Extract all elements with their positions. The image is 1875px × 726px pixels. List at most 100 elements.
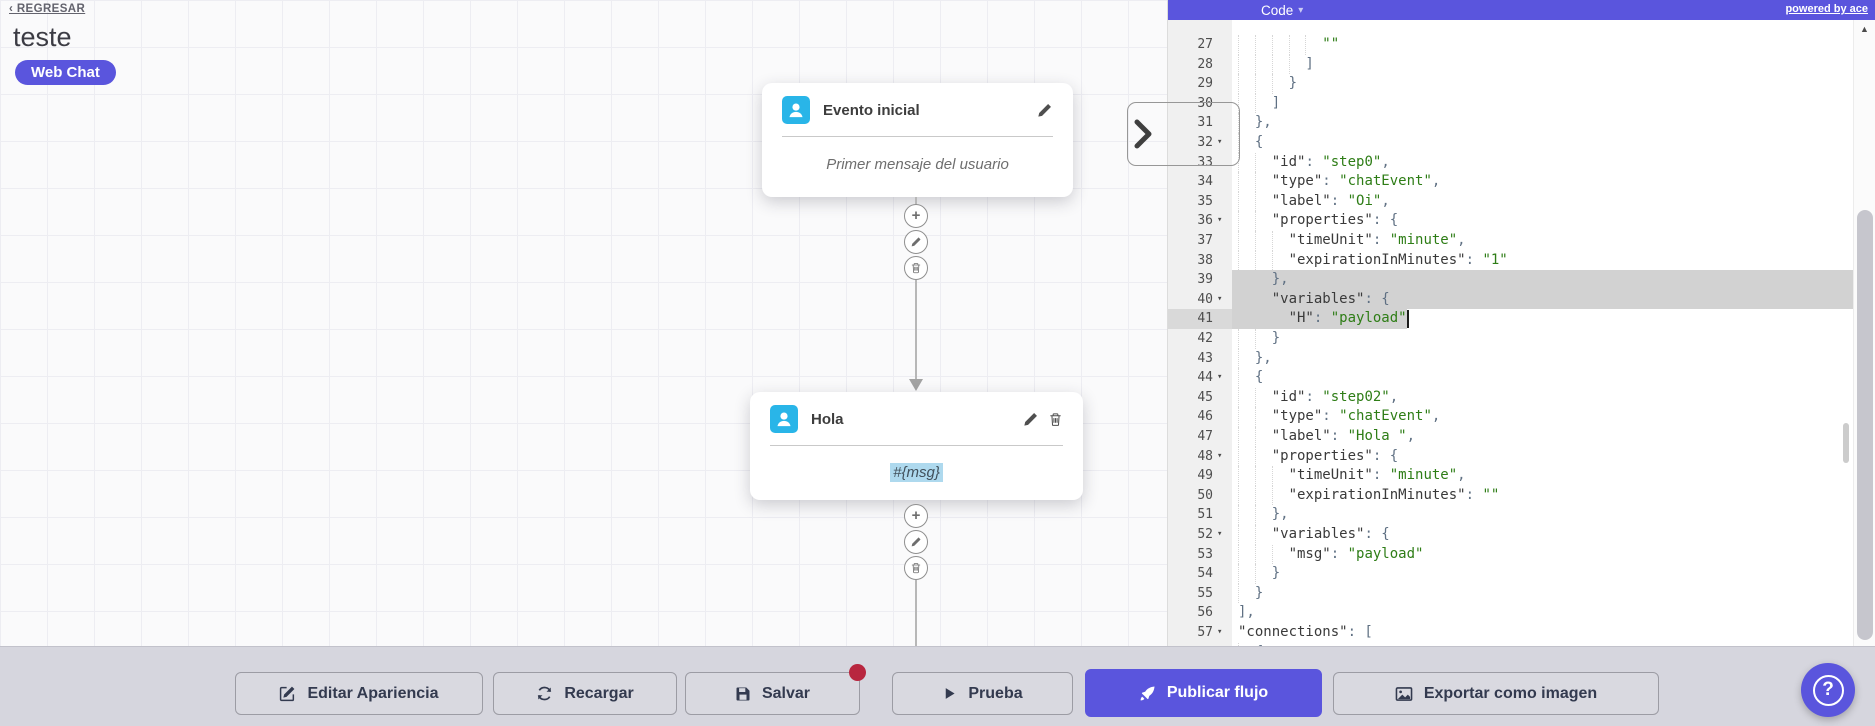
code-line[interactable]: "timeUnit": "minute", — [1232, 231, 1853, 251]
connector-line — [915, 197, 917, 205]
code-line[interactable]: ], — [1238, 604, 1255, 621]
code-line[interactable]: }, — [1232, 505, 1853, 525]
fold-arrow-icon[interactable]: ▾ — [1217, 372, 1223, 383]
code-line[interactable]: "connections": [ — [1238, 624, 1373, 640]
gutter-line-number: 42 — [1197, 331, 1213, 346]
scrollbar-track[interactable]: ▲ — [1853, 20, 1875, 726]
gutter-line-number: 37 — [1197, 233, 1213, 248]
code-line[interactable]: "" — [1232, 35, 1853, 55]
editar-apariencia-button[interactable]: Editar Apariencia — [235, 672, 483, 715]
code-line[interactable]: "id": "step02", — [1232, 387, 1853, 408]
code-line[interactable]: { — [1232, 368, 1853, 388]
user-icon — [782, 96, 810, 124]
gutter-line-number: 29 — [1197, 76, 1213, 92]
gutter-line-number: 54 — [1197, 566, 1213, 582]
save-icon — [735, 686, 751, 702]
code-line[interactable]: }, — [1232, 113, 1853, 133]
question-mark-icon: ? — [1812, 674, 1844, 706]
code-line[interactable]: "label": "Oi", — [1232, 191, 1853, 212]
gutter-line-number: 47 — [1197, 429, 1213, 444]
code-line[interactable]: "expirationInMinutes": "1" — [1232, 250, 1853, 271]
fold-arrow-icon[interactable]: ▾ — [1217, 627, 1223, 637]
code-line[interactable]: }, — [1232, 348, 1853, 369]
add-step-button[interactable]: + — [904, 504, 928, 528]
code-line[interactable]: "label": "Hola ", — [1232, 427, 1853, 447]
gutter-line-number: 43 — [1197, 350, 1213, 366]
gutter-line-number: 46 — [1197, 409, 1213, 425]
code-line[interactable]: "msg": "payload" — [1232, 544, 1853, 565]
node-header: Evento inicial — [762, 83, 1073, 136]
code-line[interactable]: "variables": { — [1232, 525, 1853, 545]
editor-scrollbar-thumb[interactable] — [1843, 423, 1849, 463]
fold-arrow-icon[interactable]: ▾ — [1217, 293, 1223, 304]
gutter-line-number: 57▾ — [1168, 623, 1232, 643]
code-line[interactable]: } — [1232, 583, 1853, 604]
edit-node-icon[interactable] — [1022, 411, 1039, 428]
code-line[interactable]: "properties": { — [1232, 211, 1853, 231]
fold-arrow-icon[interactable]: ▾ — [1217, 450, 1223, 461]
gutter-line-number: 39 — [1197, 272, 1213, 288]
code-line[interactable]: ] — [1232, 93, 1853, 114]
gutter-line-number: 52▾ — [1168, 525, 1232, 545]
gutter-line-number: 44▾ — [1168, 368, 1232, 388]
code-line[interactable]: "properties": { — [1232, 446, 1853, 467]
gutter-line-number: 32▾ — [1168, 133, 1232, 153]
publicar-flujo-button[interactable]: Publicar flujo — [1085, 669, 1322, 717]
gutter-line-number: 38 — [1197, 252, 1213, 268]
exportar-imagen-button[interactable]: Exportar como imagen — [1333, 672, 1659, 715]
scrollbar-thumb[interactable] — [1857, 210, 1873, 640]
rocket-icon — [1139, 685, 1156, 702]
add-step-button[interactable]: + — [904, 204, 928, 228]
delete-node-icon[interactable] — [1048, 412, 1063, 427]
gutter-line-number: 48▾ — [1168, 447, 1232, 467]
powered-by-ace-link[interactable]: powered by ace — [1785, 3, 1868, 15]
code-line[interactable]: }, — [1232, 270, 1853, 290]
gutter-line-number: 49 — [1197, 468, 1213, 484]
delete-connection-button[interactable] — [904, 256, 928, 280]
node-evento-inicial[interactable]: Evento inicial Primer mensaje del usuari… — [762, 83, 1073, 197]
plus-icon: + — [911, 507, 921, 524]
panel-collapse-handle[interactable] — [1127, 102, 1240, 166]
edit-connection-button[interactable] — [904, 230, 928, 254]
gutter-line-number: 40▾ — [1168, 290, 1232, 310]
code-line[interactable]: "type": "chatEvent", — [1232, 407, 1853, 427]
edit-node-icon[interactable] — [1036, 102, 1053, 119]
code-line[interactable]: } — [1232, 74, 1853, 94]
delete-connection-button[interactable] — [904, 556, 928, 580]
code-line[interactable]: "variables": { — [1232, 289, 1853, 310]
back-link[interactable]: ‹ REGRESAR — [9, 3, 86, 15]
code-line[interactable]: } — [1232, 564, 1853, 584]
code-line[interactable]: "type": "chatEvent", — [1232, 172, 1853, 192]
gutter-line-number: 51 — [1197, 507, 1213, 523]
edit-connection-button[interactable] — [904, 530, 928, 554]
chevron-right-icon — [1134, 119, 1152, 149]
salvar-button[interactable]: Salvar — [685, 664, 866, 715]
pencil-icon — [911, 237, 921, 247]
code-line[interactable]: { — [1232, 133, 1853, 153]
code-editor[interactable]: "" ] } ] }, { "id": "step0", "type": "ch… — [1232, 20, 1853, 726]
gutter-line-number: 53 — [1197, 546, 1213, 562]
scroll-up-arrow[interactable]: ▲ — [1860, 24, 1869, 34]
prueba-button[interactable]: Prueba — [892, 672, 1073, 715]
node-hola[interactable]: Hola #{msg} — [750, 392, 1083, 500]
code-line[interactable]: "id": "step0", — [1232, 152, 1853, 173]
code-mode-dropdown[interactable]: Code▾ — [1261, 2, 1304, 18]
code-line[interactable]: "timeUnit": "minute", — [1232, 466, 1853, 486]
node-body-text: #{msg} — [890, 463, 943, 482]
code-line[interactable]: "H": "payload" — [1232, 309, 1853, 329]
recargar-button[interactable]: Recargar — [493, 672, 677, 715]
fold-arrow-icon[interactable]: ▾ — [1217, 529, 1223, 539]
fold-arrow-icon[interactable]: ▾ — [1217, 215, 1223, 226]
help-button[interactable]: ? — [1801, 663, 1855, 717]
fold-arrow-icon[interactable]: ▾ — [1217, 137, 1223, 147]
code-line[interactable]: ] — [1232, 54, 1853, 75]
play-icon — [942, 686, 957, 701]
refresh-icon — [536, 685, 553, 702]
code-line[interactable]: } — [1232, 329, 1853, 349]
code-line[interactable]: "expirationInMinutes": "" — [1232, 485, 1853, 506]
image-icon — [1395, 685, 1413, 703]
flow-canvas[interactable]: ‹ REGRESAR teste Web Chat Evento inicial… — [0, 0, 1167, 726]
